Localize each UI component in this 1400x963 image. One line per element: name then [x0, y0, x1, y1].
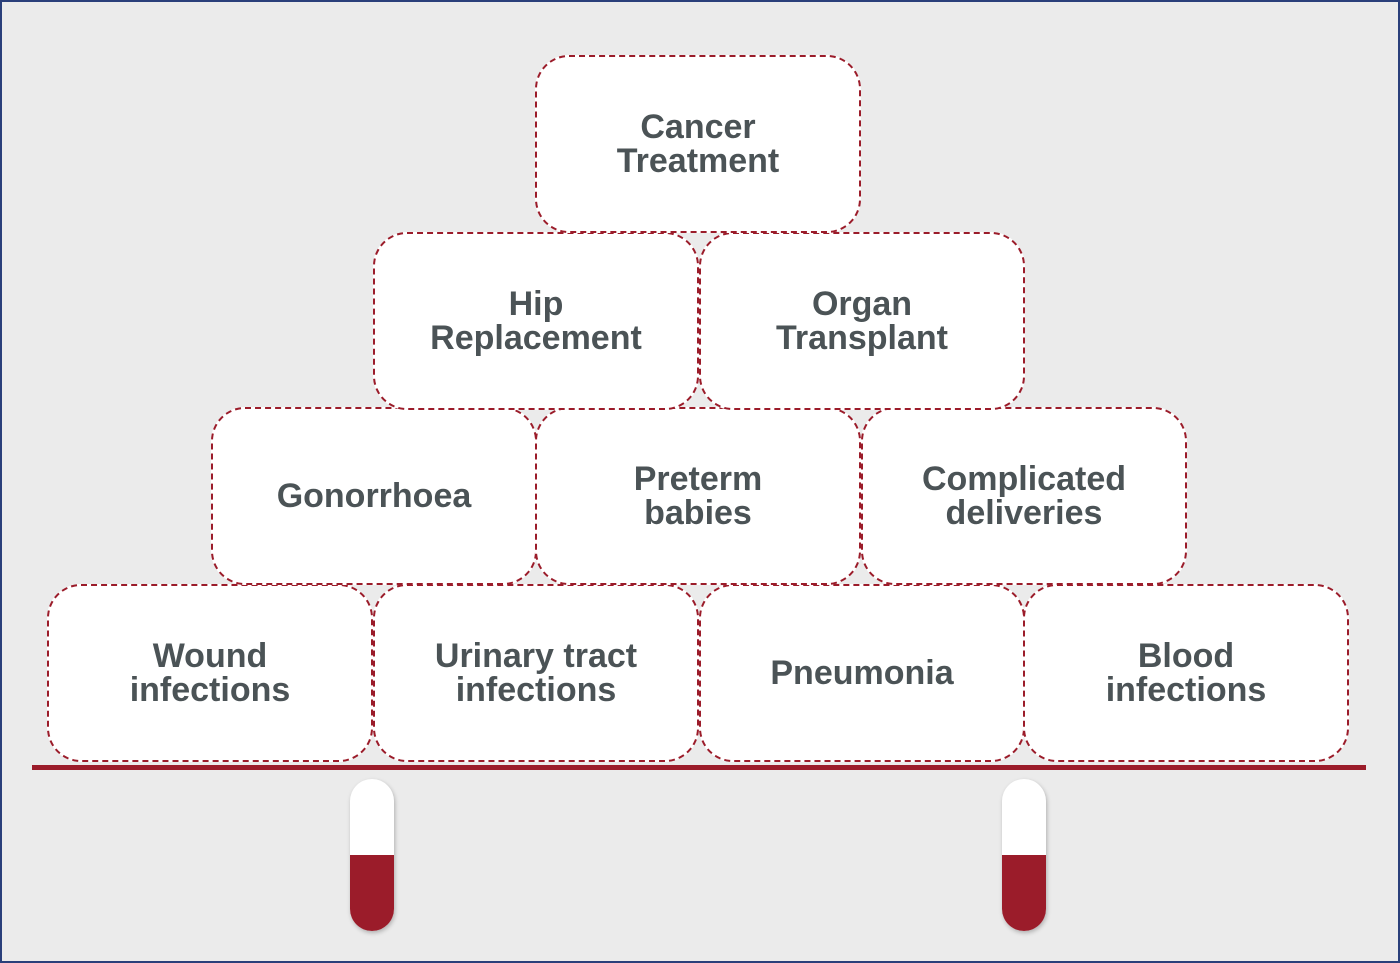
block-pneumonia: Pneumonia	[699, 584, 1025, 762]
block-preterm-babies: Preterm babies	[535, 407, 861, 585]
block-complicated-deliveries: Complicated deliveries	[861, 407, 1187, 585]
block-organ-transplant: Organ Transplant	[699, 232, 1025, 410]
pill-support-left	[350, 779, 394, 931]
block-hip-replacement: Hip Replacement	[373, 232, 699, 410]
pill-support-right	[1002, 779, 1046, 931]
block-cancer-treatment: Cancer Treatment	[535, 55, 861, 233]
pill-fill-right	[1002, 855, 1046, 931]
block-gonorrhoea: Gonorrhoea	[211, 407, 537, 585]
block-wound-infections: Wound infections	[47, 584, 373, 762]
pill-fill-left	[350, 855, 394, 931]
block-urinary-tract-infections: Urinary tract infections	[373, 584, 699, 762]
shelf-base-line	[32, 765, 1366, 770]
block-blood-infections: Blood infections	[1023, 584, 1349, 762]
